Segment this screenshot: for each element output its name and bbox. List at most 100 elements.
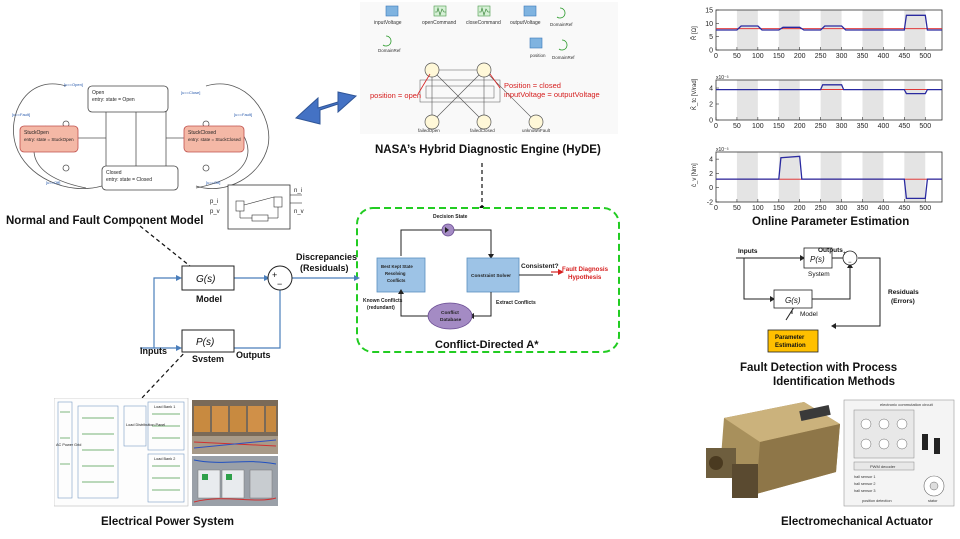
x-tick-label: 350 — [857, 205, 869, 212]
fault-interval-shade — [904, 152, 926, 202]
svg-text:Model: Model — [196, 294, 222, 304]
y-axis-label: R̂ [Ω] — [691, 26, 698, 40]
fd-model-block: G(s) — [773, 289, 813, 309]
y-tick-label: 4 — [709, 157, 713, 164]
x-tick-label: 50 — [733, 123, 741, 130]
svg-text:[u==Open]: [u==Open] — [64, 82, 83, 87]
svg-text:[u==Off]: [u==Off] — [206, 180, 220, 185]
svg-text:(redundant): (redundant) — [367, 305, 395, 311]
parameter-estimation-block: Parameter Estimation — [767, 329, 819, 353]
state-closed: Closed entry: state = Closed — [101, 165, 179, 191]
x-tick-label: 150 — [773, 205, 785, 212]
x-tick-label: 300 — [836, 53, 848, 60]
svg-text:entry: state = StuckClosed: entry: state = StuckClosed — [188, 137, 241, 142]
fault-interval-shade — [904, 10, 926, 50]
conflict-database-ellipse: Conflict Database — [427, 302, 473, 330]
svg-text:unknownFault: unknownFault — [522, 128, 551, 133]
svg-text:Decision State: Decision State — [433, 214, 468, 220]
relay-photo — [192, 400, 278, 454]
constraint-solver-box: Constraint Solver — [466, 257, 520, 293]
x-tick-label: 0 — [714, 205, 718, 212]
x-tick-label: 500 — [919, 123, 931, 130]
x-tick-label: 200 — [794, 205, 806, 212]
caption-online-param: Online Parameter Estimation — [752, 216, 910, 228]
svg-text:Load Bank 2: Load Bank 2 — [154, 457, 175, 461]
dashed-link-eps — [139, 348, 189, 401]
svg-text:AC Power Grid: AC Power Grid — [56, 443, 81, 447]
fault-interval-shade — [820, 152, 842, 202]
fault-interval-shade — [862, 152, 884, 202]
svg-text:stator: stator — [928, 499, 938, 503]
svg-text:Outputs: Outputs — [236, 350, 271, 360]
svg-text:Model: Model — [800, 311, 818, 318]
x-tick-label: 400 — [878, 53, 890, 60]
svg-text:[u==Off]: [u==Off] — [46, 180, 60, 185]
fd-summing-junction: + − — [842, 250, 858, 266]
state-open: Open entry: state = Open — [87, 85, 169, 113]
y-tick-label: 2 — [709, 102, 713, 109]
x-tick-label: 150 — [773, 123, 785, 130]
svg-text:Load Bank 1: Load Bank 1 — [154, 405, 175, 409]
svg-text:p_i: p_i — [210, 199, 218, 205]
svg-text:Inputs: Inputs — [738, 248, 758, 255]
state-stuck-open: StuckOpen entry: state = StuckOpen — [19, 125, 79, 153]
svg-text:Hypothesis: Hypothesis — [568, 274, 602, 281]
state-stuck-closed: StuckClosed entry: state = StuckClosed — [183, 125, 245, 153]
x-tick-label: 150 — [773, 53, 785, 60]
svg-text:Consistent?: Consistent? — [521, 263, 559, 270]
component-output-voltage: outputVoltage — [510, 5, 541, 26]
svg-text:+: + — [843, 251, 847, 257]
fault-interval-shade — [778, 10, 800, 50]
svg-text:position = open: position = open — [370, 91, 421, 100]
double-arrow-icon — [294, 91, 358, 125]
system-block: P(s) — [181, 329, 235, 353]
y-tick-label: 10 — [705, 21, 713, 28]
svg-text:openCommand: openCommand — [422, 20, 456, 26]
svg-text:Conflicts: Conflicts — [387, 278, 406, 283]
x-tick-label: 450 — [898, 205, 910, 212]
component-position: position DomainRef — [529, 37, 575, 60]
fault-detection-diagram: P(s) System G(s) Model + − Parameter Est… — [736, 247, 919, 353]
caption-fault-detection-1: Fault Detection with Process — [740, 362, 898, 374]
svg-text:P(s): P(s) — [196, 337, 214, 348]
best-kept-state-box: Best Kept State Resolving Conflicts — [376, 257, 426, 293]
fault-interval-shade — [820, 80, 842, 120]
x-tick-label: 450 — [898, 123, 910, 130]
y-axis-label: ĉ_v [Nm] — [692, 163, 698, 187]
x-tick-label: 400 — [878, 205, 890, 212]
estimate-line — [716, 155, 942, 200]
component-open-command: openCommand — [422, 5, 456, 26]
x-tick-label: 300 — [836, 205, 848, 212]
x-tick-label: 50 — [733, 205, 741, 212]
x-tick-label: 0 — [714, 123, 718, 130]
svg-text:Database: Database — [440, 317, 462, 323]
svg-text:failedClosed: failedClosed — [470, 128, 495, 133]
y-tick-label: -2 — [707, 200, 713, 207]
svg-text:Inputs: Inputs — [140, 346, 167, 356]
svg-text:Known Conflicts: Known Conflicts — [363, 298, 403, 304]
svg-text:Discrepancies: Discrepancies — [296, 252, 357, 262]
dashed-link-model — [139, 225, 191, 267]
summing-junction: + − — [267, 265, 293, 291]
svg-text:Open: Open — [92, 90, 104, 96]
svg-text:StuckOpen: StuckOpen — [24, 130, 49, 136]
svg-text:(Residuals): (Residuals) — [300, 263, 349, 273]
svg-text:entry: state = Open: entry: state = Open — [92, 97, 135, 103]
svg-text:hall sensor 3: hall sensor 3 — [854, 489, 876, 493]
fault-interval-shade — [736, 10, 758, 50]
svg-text:n_v: n_v — [294, 209, 304, 215]
svg-text:G(s): G(s) — [196, 274, 215, 285]
x-tick-label: 50 — [733, 53, 741, 60]
svg-text:position: position — [530, 53, 546, 58]
svg-text:inputVoltage = outputVoltage: inputVoltage = outputVoltage — [504, 90, 600, 99]
x-tick-label: 250 — [815, 205, 827, 212]
svg-text:+: + — [272, 270, 277, 280]
y-scale-note: x10⁻³ — [716, 147, 729, 153]
fault-interval-shade — [862, 80, 884, 120]
breaker-photo — [192, 456, 278, 506]
svg-text:Fault Diagnosis: Fault Diagnosis — [562, 266, 609, 273]
x-tick-label: 0 — [714, 53, 718, 60]
actuator-photo — [706, 402, 840, 498]
svg-text:Residuals: Residuals — [888, 289, 919, 296]
